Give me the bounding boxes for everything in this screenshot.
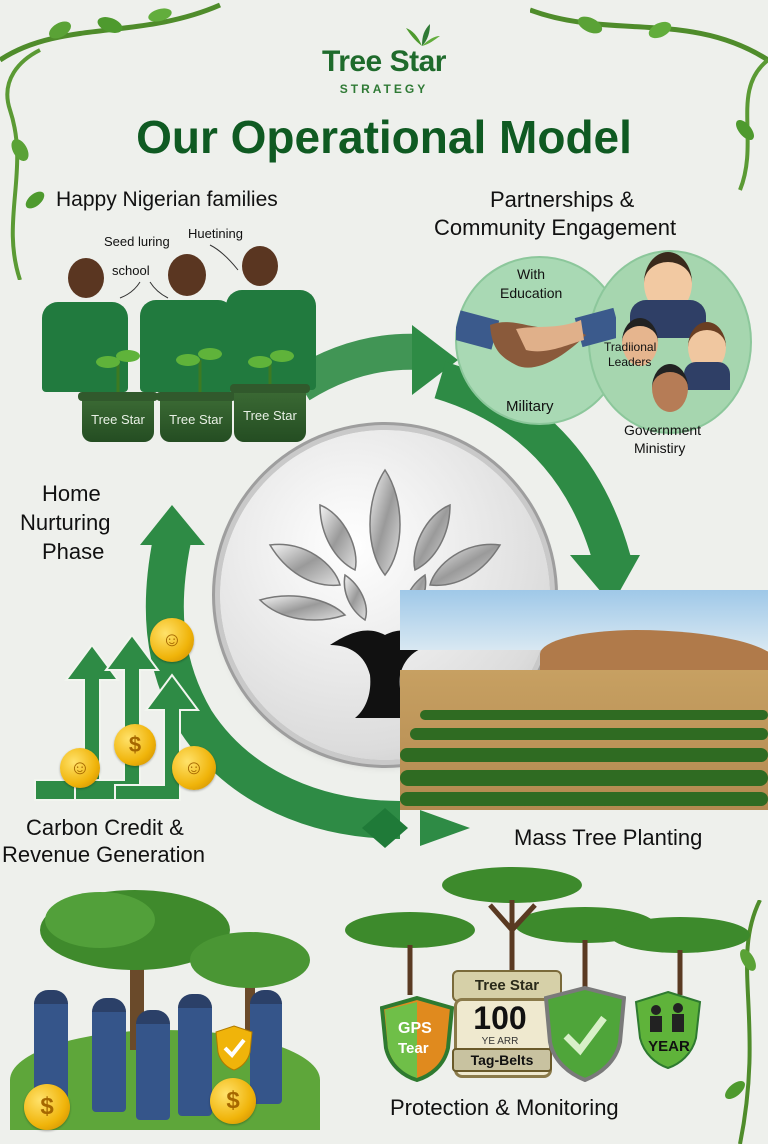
speech-bubble-school: school <box>112 263 150 278</box>
seedling-icons <box>96 348 294 395</box>
hundred-count: 100 <box>473 1000 527 1036</box>
families-label: Happy Nigerian families <box>56 188 278 211</box>
planting-label: Mass Tree Planting <box>514 825 703 850</box>
partner-traditional-line1: Tradiional <box>604 340 657 354</box>
green-shield-check-icon <box>544 986 626 1082</box>
dollar-coin-icon: $ <box>24 1084 70 1130</box>
partner-traditional-line2: Leaders <box>608 355 652 369</box>
protection-label: Protection & Monitoring <box>390 1095 619 1120</box>
page-title: Our Operational Model <box>136 111 632 163</box>
home-label-line3: Phase <box>42 539 105 564</box>
leader-suit <box>684 362 730 390</box>
partnerships-label-line2: Community Engagement <box>434 215 677 240</box>
home-label-line1: Home <box>42 481 101 506</box>
diamond-icon <box>362 808 408 848</box>
gps-label-line2: Tear <box>398 1040 429 1057</box>
handshake-icon <box>456 307 616 368</box>
shield-check-icon <box>215 1025 253 1071</box>
partner-military: Military <box>506 398 554 415</box>
smiley-coin-icon: ☺ <box>60 748 100 788</box>
plantation-landscape <box>400 590 768 810</box>
smiley-coin-icon: ☺ <box>150 618 194 662</box>
carbon-label-line2: Revenue Generation <box>2 842 206 867</box>
carbon-label-line1: Carbon Credit & <box>26 815 184 840</box>
partner-government-line1: Government <box>624 422 702 438</box>
brand-logo: Tree Star <box>322 45 446 78</box>
partner-government-line2: Ministiry <box>634 440 686 456</box>
tag-belts-label: Tag-Belts <box>452 1048 552 1072</box>
plant-pot: Tree Star <box>78 392 158 442</box>
partner-education-line2: Education <box>500 285 563 301</box>
bubble-lines <box>119 244 239 299</box>
forest-trees-icon <box>40 890 310 1050</box>
child-avatar <box>168 254 206 296</box>
child-avatar <box>68 258 104 298</box>
worker-figure <box>92 998 126 1112</box>
leader-avatar <box>622 318 658 366</box>
worker-figure <box>34 990 68 1100</box>
vine-decoration-bottom-right <box>725 900 762 1144</box>
gps-shield-icon <box>380 996 454 1082</box>
partner-education-line1: With <box>517 266 545 282</box>
child-avatar <box>242 246 278 286</box>
gps-label-line1: GPS <box>398 1020 432 1037</box>
dollar-coin-icon: $ <box>210 1078 256 1124</box>
brand-tagline: STRATEGY <box>339 82 429 96</box>
worker-figure <box>136 1010 170 1120</box>
vine-decoration-top-right <box>530 7 768 191</box>
child-uniform <box>42 302 128 392</box>
child-uniform <box>140 300 234 392</box>
home-label-line2: Nurturing <box>20 510 111 535</box>
leader-avatar <box>652 364 688 412</box>
silver-tree-icon <box>258 468 512 718</box>
speech-bubble-hunting: Huetining <box>188 226 243 241</box>
year-label: YEAR <box>648 1038 690 1055</box>
vine-decoration-top-left <box>0 2 222 280</box>
smiley-coin-icon: ☺ <box>172 746 216 790</box>
speech-bubble-seed: Seed luring <box>104 234 170 249</box>
dollar-coin-icon: $ <box>114 724 156 766</box>
worker-figure <box>250 990 282 1104</box>
plant-pot: Tree Star <box>156 392 236 442</box>
worker-figure <box>178 994 212 1116</box>
leaf-logo-icon <box>406 24 440 46</box>
partnerships-label-line1: Partnerships & <box>490 187 635 212</box>
hundred-year-sub: YE ARR <box>481 1036 519 1047</box>
plant-pot: Tree Star <box>230 384 310 442</box>
acacia-trees-icon <box>345 867 750 995</box>
year-shield-icon <box>634 990 702 1070</box>
